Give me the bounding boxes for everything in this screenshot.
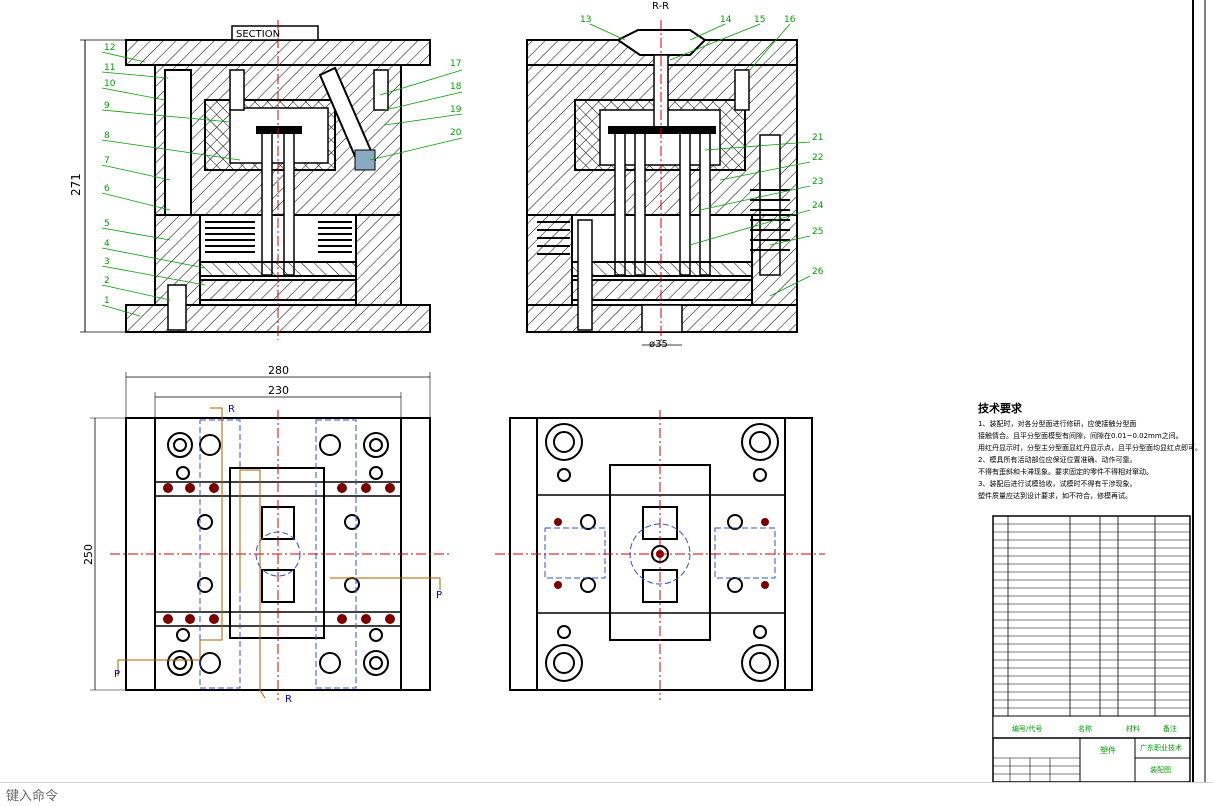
dim-height-plan: 250 bbox=[82, 544, 95, 565]
callout-10: 10 bbox=[104, 79, 116, 89]
callout-11: 11 bbox=[104, 63, 115, 73]
dim-width-inner: 230 bbox=[268, 384, 289, 397]
callout-7: 7 bbox=[104, 156, 110, 166]
command-prompt: 键入命令 bbox=[6, 789, 59, 804]
callouts-top bbox=[589, 23, 791, 73]
callout-19: 19 bbox=[450, 105, 462, 115]
callout-labels-right: 21 22 23 24 25 26 bbox=[812, 133, 824, 277]
tech-req-line-7: 塑件质量应达到设计要求，如不符合，修模再试。 bbox=[978, 491, 1132, 500]
tech-req-line-4: 2、模具所有活动部位应保证位置准确、动作可靠。 bbox=[978, 455, 1136, 464]
callout-1: 1 bbox=[104, 296, 110, 306]
callout-20: 20 bbox=[450, 128, 462, 138]
callouts-left bbox=[101, 51, 241, 317]
callout-15: 15 bbox=[754, 15, 765, 25]
tech-req-line-2: 接触情合。且平分型面模型有间隙，间隙在0.01~0.02mm之间。 bbox=[978, 431, 1183, 440]
plan-marker-p-right: P bbox=[436, 590, 442, 601]
command-bar[interactable]: 键入命令 bbox=[0, 782, 1213, 806]
header-material: 材料 bbox=[1126, 724, 1140, 733]
plan-view-fixed bbox=[495, 410, 825, 700]
plan-marker-r-top: R bbox=[228, 404, 235, 415]
callout-labels-mid-right: 17 18 19 20 bbox=[450, 59, 462, 138]
callout-13: 13 bbox=[580, 15, 591, 25]
tech-req-line-5: 不得有歪斜和卡滞现象。要求固定的零件不得相对窜动。 bbox=[978, 467, 1153, 476]
callout-22: 22 bbox=[812, 153, 823, 163]
header-name: 名称 bbox=[1078, 724, 1092, 733]
callout-labels-top: 13 14 15 16 bbox=[580, 15, 796, 25]
callout-24: 24 bbox=[812, 201, 824, 211]
section-title: R-R bbox=[652, 1, 669, 12]
callout-2: 2 bbox=[104, 276, 110, 286]
callout-8: 8 bbox=[104, 131, 110, 141]
callout-5: 5 bbox=[104, 219, 110, 229]
callout-12: 12 bbox=[104, 43, 115, 53]
dim-diameter: ø35 bbox=[649, 339, 668, 350]
header-note: 备注 bbox=[1163, 724, 1177, 733]
callout-6: 6 bbox=[104, 184, 110, 194]
dim-width-outer: 280 bbox=[268, 364, 289, 377]
dim-height: 271 bbox=[69, 173, 83, 196]
callout-26: 26 bbox=[812, 267, 824, 277]
drawing-name: 装配图 bbox=[1150, 765, 1171, 774]
parts-list: 编号/代号 名称 材料 备注 bbox=[992, 515, 1191, 739]
callouts-right bbox=[689, 141, 811, 297]
callout-25: 25 bbox=[812, 227, 823, 237]
technical-requirements: 技术要求 1、装配时，对各分型面进行修研，应使接触分型面 接触情合。且平分型面模… bbox=[978, 401, 1202, 500]
callout-17: 17 bbox=[450, 59, 461, 69]
callout-23: 23 bbox=[812, 177, 823, 187]
section-label: SECTION bbox=[236, 29, 280, 40]
title-block: 塑件 广东职业技术 装配图 40 bbox=[992, 737, 1191, 793]
tech-req-title: 技术要求 bbox=[978, 401, 1023, 415]
tech-req-line-6: 3、装配后进行试模验收，试模时不得有干涉现象。 bbox=[978, 479, 1136, 488]
callout-14: 14 bbox=[720, 15, 732, 25]
tech-req-line-3: 用红丹显示时，分型主分型面显红丹显示点，且平分型面均显红点即可。 bbox=[978, 443, 1202, 452]
plan-marker-r-bottom: R bbox=[285, 694, 292, 705]
drawing-frame bbox=[1192, 0, 1206, 782]
callout-21: 21 bbox=[812, 133, 823, 143]
tech-req-line-1: 1、装配时，对各分型面进行修研，应使接触分型面 bbox=[978, 419, 1136, 428]
callout-9: 9 bbox=[104, 101, 110, 111]
callout-3: 3 bbox=[104, 257, 110, 267]
callout-labels-left: 12 11 10 9 8 7 6 5 4 3 2 1 bbox=[104, 43, 116, 306]
header-code: 编号/代号 bbox=[1012, 724, 1042, 733]
callout-18: 18 bbox=[450, 82, 462, 92]
callout-16: 16 bbox=[784, 15, 796, 25]
plan-marker-p-left: P bbox=[114, 669, 120, 680]
callouts-mid-right bbox=[369, 69, 463, 161]
rr-section-view: R-R bbox=[526, 1, 798, 350]
plan-view-moving: R R P P 280 230 250 bbox=[82, 364, 450, 705]
company-name: 广东职业技术 bbox=[1140, 743, 1182, 752]
front-section-view: SECTION bbox=[69, 20, 431, 340]
part-name: 塑件 bbox=[1100, 745, 1116, 755]
callout-4: 4 bbox=[104, 239, 110, 249]
